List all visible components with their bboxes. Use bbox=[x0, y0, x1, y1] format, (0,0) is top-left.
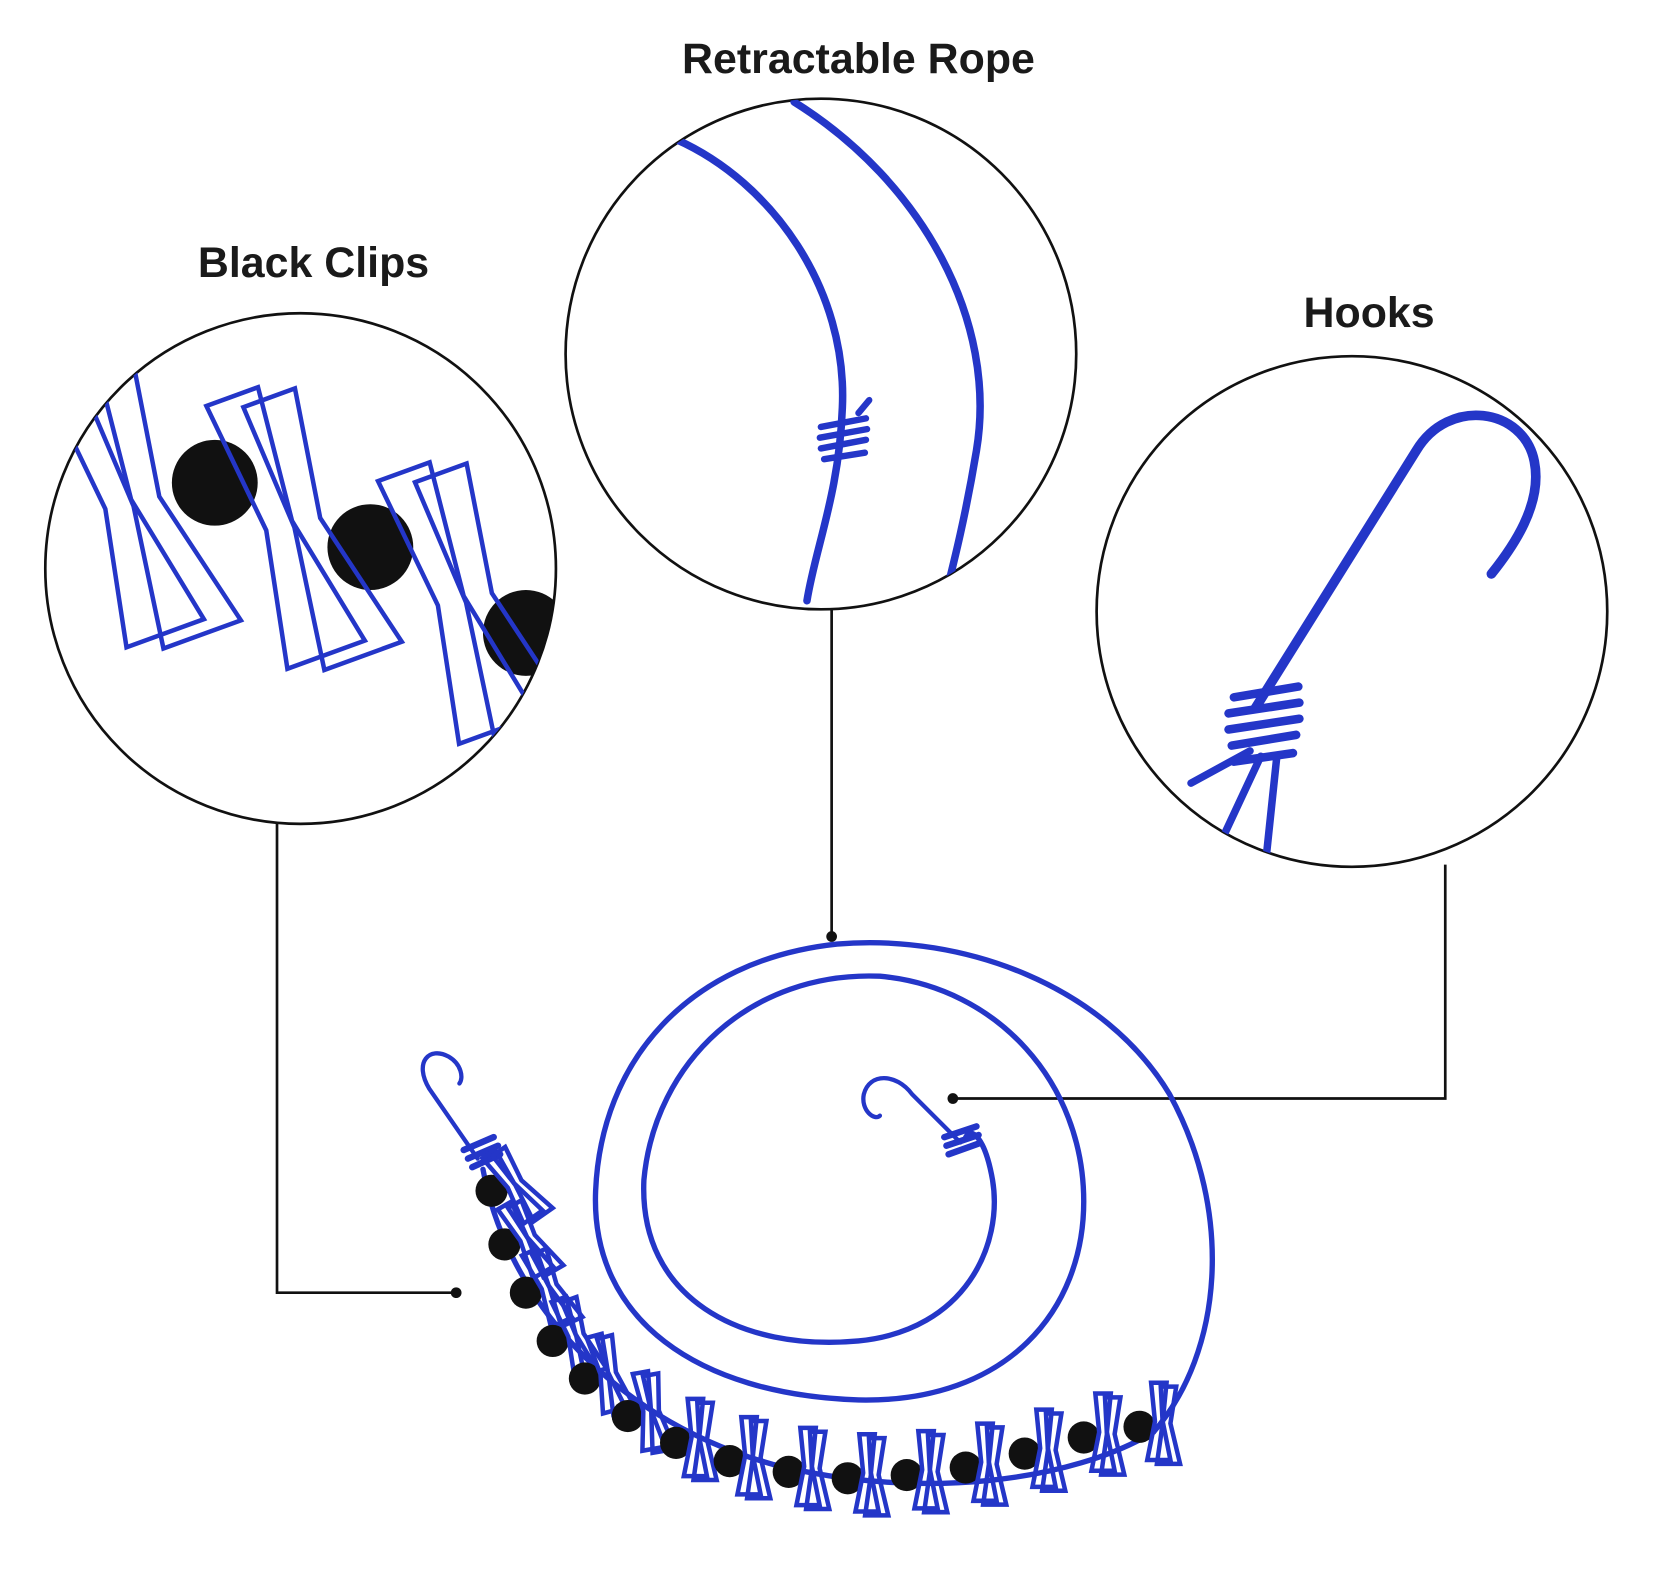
inner-hook-icon bbox=[861, 1076, 963, 1145]
clip-icon bbox=[852, 1432, 892, 1518]
clip-icon bbox=[1144, 1380, 1183, 1467]
bead-icon bbox=[831, 1462, 864, 1495]
clip-icon bbox=[911, 1428, 951, 1515]
bead-icon bbox=[568, 1362, 601, 1395]
clip-icon bbox=[734, 1414, 774, 1501]
clip-icon bbox=[479, 1143, 557, 1228]
bead-icon bbox=[1008, 1437, 1041, 1470]
detail-circle-black-clips bbox=[43, 311, 558, 826]
bead-icon bbox=[1123, 1410, 1156, 1443]
clip-icon bbox=[970, 1421, 1010, 1507]
bead-icon bbox=[1067, 1421, 1100, 1454]
retractable-rope bbox=[592, 940, 1215, 1435]
bead-icon bbox=[890, 1458, 923, 1492]
bead-icon bbox=[772, 1455, 805, 1488]
bead-icon bbox=[488, 1228, 521, 1261]
leader-line-clips bbox=[275, 815, 457, 1295]
bead-icon bbox=[949, 1451, 982, 1484]
leader-line-hooks bbox=[952, 864, 1447, 1100]
label-retractable-rope: Retractable Rope bbox=[682, 35, 1035, 83]
label-hooks: Hooks bbox=[1304, 289, 1435, 337]
clip-icon bbox=[1029, 1407, 1069, 1493]
bead-icon bbox=[171, 439, 258, 526]
leader-dot-clips bbox=[450, 1287, 462, 1299]
bead-icon bbox=[611, 1399, 644, 1433]
clip-icon bbox=[203, 384, 406, 673]
leader-dot-hooks bbox=[947, 1093, 959, 1104]
leader-lines bbox=[275, 609, 1447, 1299]
bead-icon bbox=[713, 1445, 746, 1478]
outer-hook-icon bbox=[420, 1051, 480, 1161]
bead-icon bbox=[659, 1426, 693, 1459]
knot-icon bbox=[816, 396, 873, 463]
leader-dot-rope bbox=[826, 931, 837, 942]
bead-icon bbox=[536, 1324, 569, 1358]
bead-icon bbox=[509, 1276, 542, 1309]
clip-icon bbox=[793, 1425, 833, 1512]
clip-icon bbox=[681, 1396, 720, 1483]
clothesline-product bbox=[420, 940, 1215, 1518]
bead-icon bbox=[475, 1174, 508, 1207]
detail-circle-hooks bbox=[1095, 354, 1609, 869]
bead-icon bbox=[327, 504, 414, 591]
clip-icon bbox=[1088, 1391, 1128, 1477]
label-black-clips: Black Clips bbox=[198, 239, 429, 287]
clip-row bbox=[475, 1143, 1183, 1518]
hook-icon bbox=[1250, 410, 1541, 713]
detail-circle-retractable-rope bbox=[564, 97, 1078, 611]
